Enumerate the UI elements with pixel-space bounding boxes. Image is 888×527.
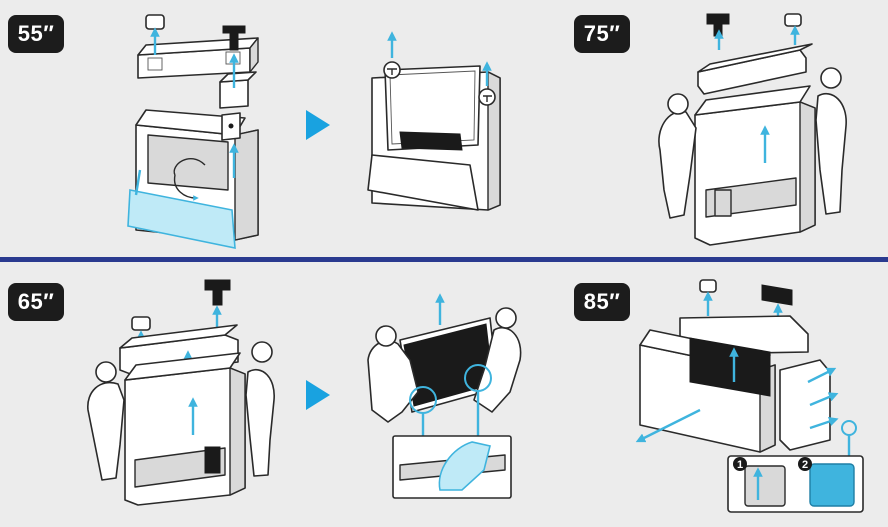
next-step-arrow xyxy=(306,380,330,410)
section-divider xyxy=(0,257,888,262)
step-marker-1: 1 xyxy=(733,457,747,471)
illustration-85-unbox xyxy=(635,279,864,513)
illustration-65-unbox xyxy=(87,279,275,506)
svg-text:2: 2 xyxy=(802,459,808,471)
step-marker-2: 2 xyxy=(798,457,812,471)
size-badge-65: 65″ xyxy=(8,283,64,321)
illustration-55-lift-tv xyxy=(367,31,501,211)
next-step-arrow xyxy=(306,110,330,140)
size-badge-75: 75″ xyxy=(574,15,630,53)
svg-text:1: 1 xyxy=(737,459,743,471)
size-badge-85: 85″ xyxy=(574,283,630,321)
size-badge-55: 55″ xyxy=(8,15,64,53)
illustration-55-foam-removal xyxy=(127,14,259,249)
illustration-75-unbox xyxy=(658,13,847,246)
illustration-65-lift-tv xyxy=(367,293,522,499)
